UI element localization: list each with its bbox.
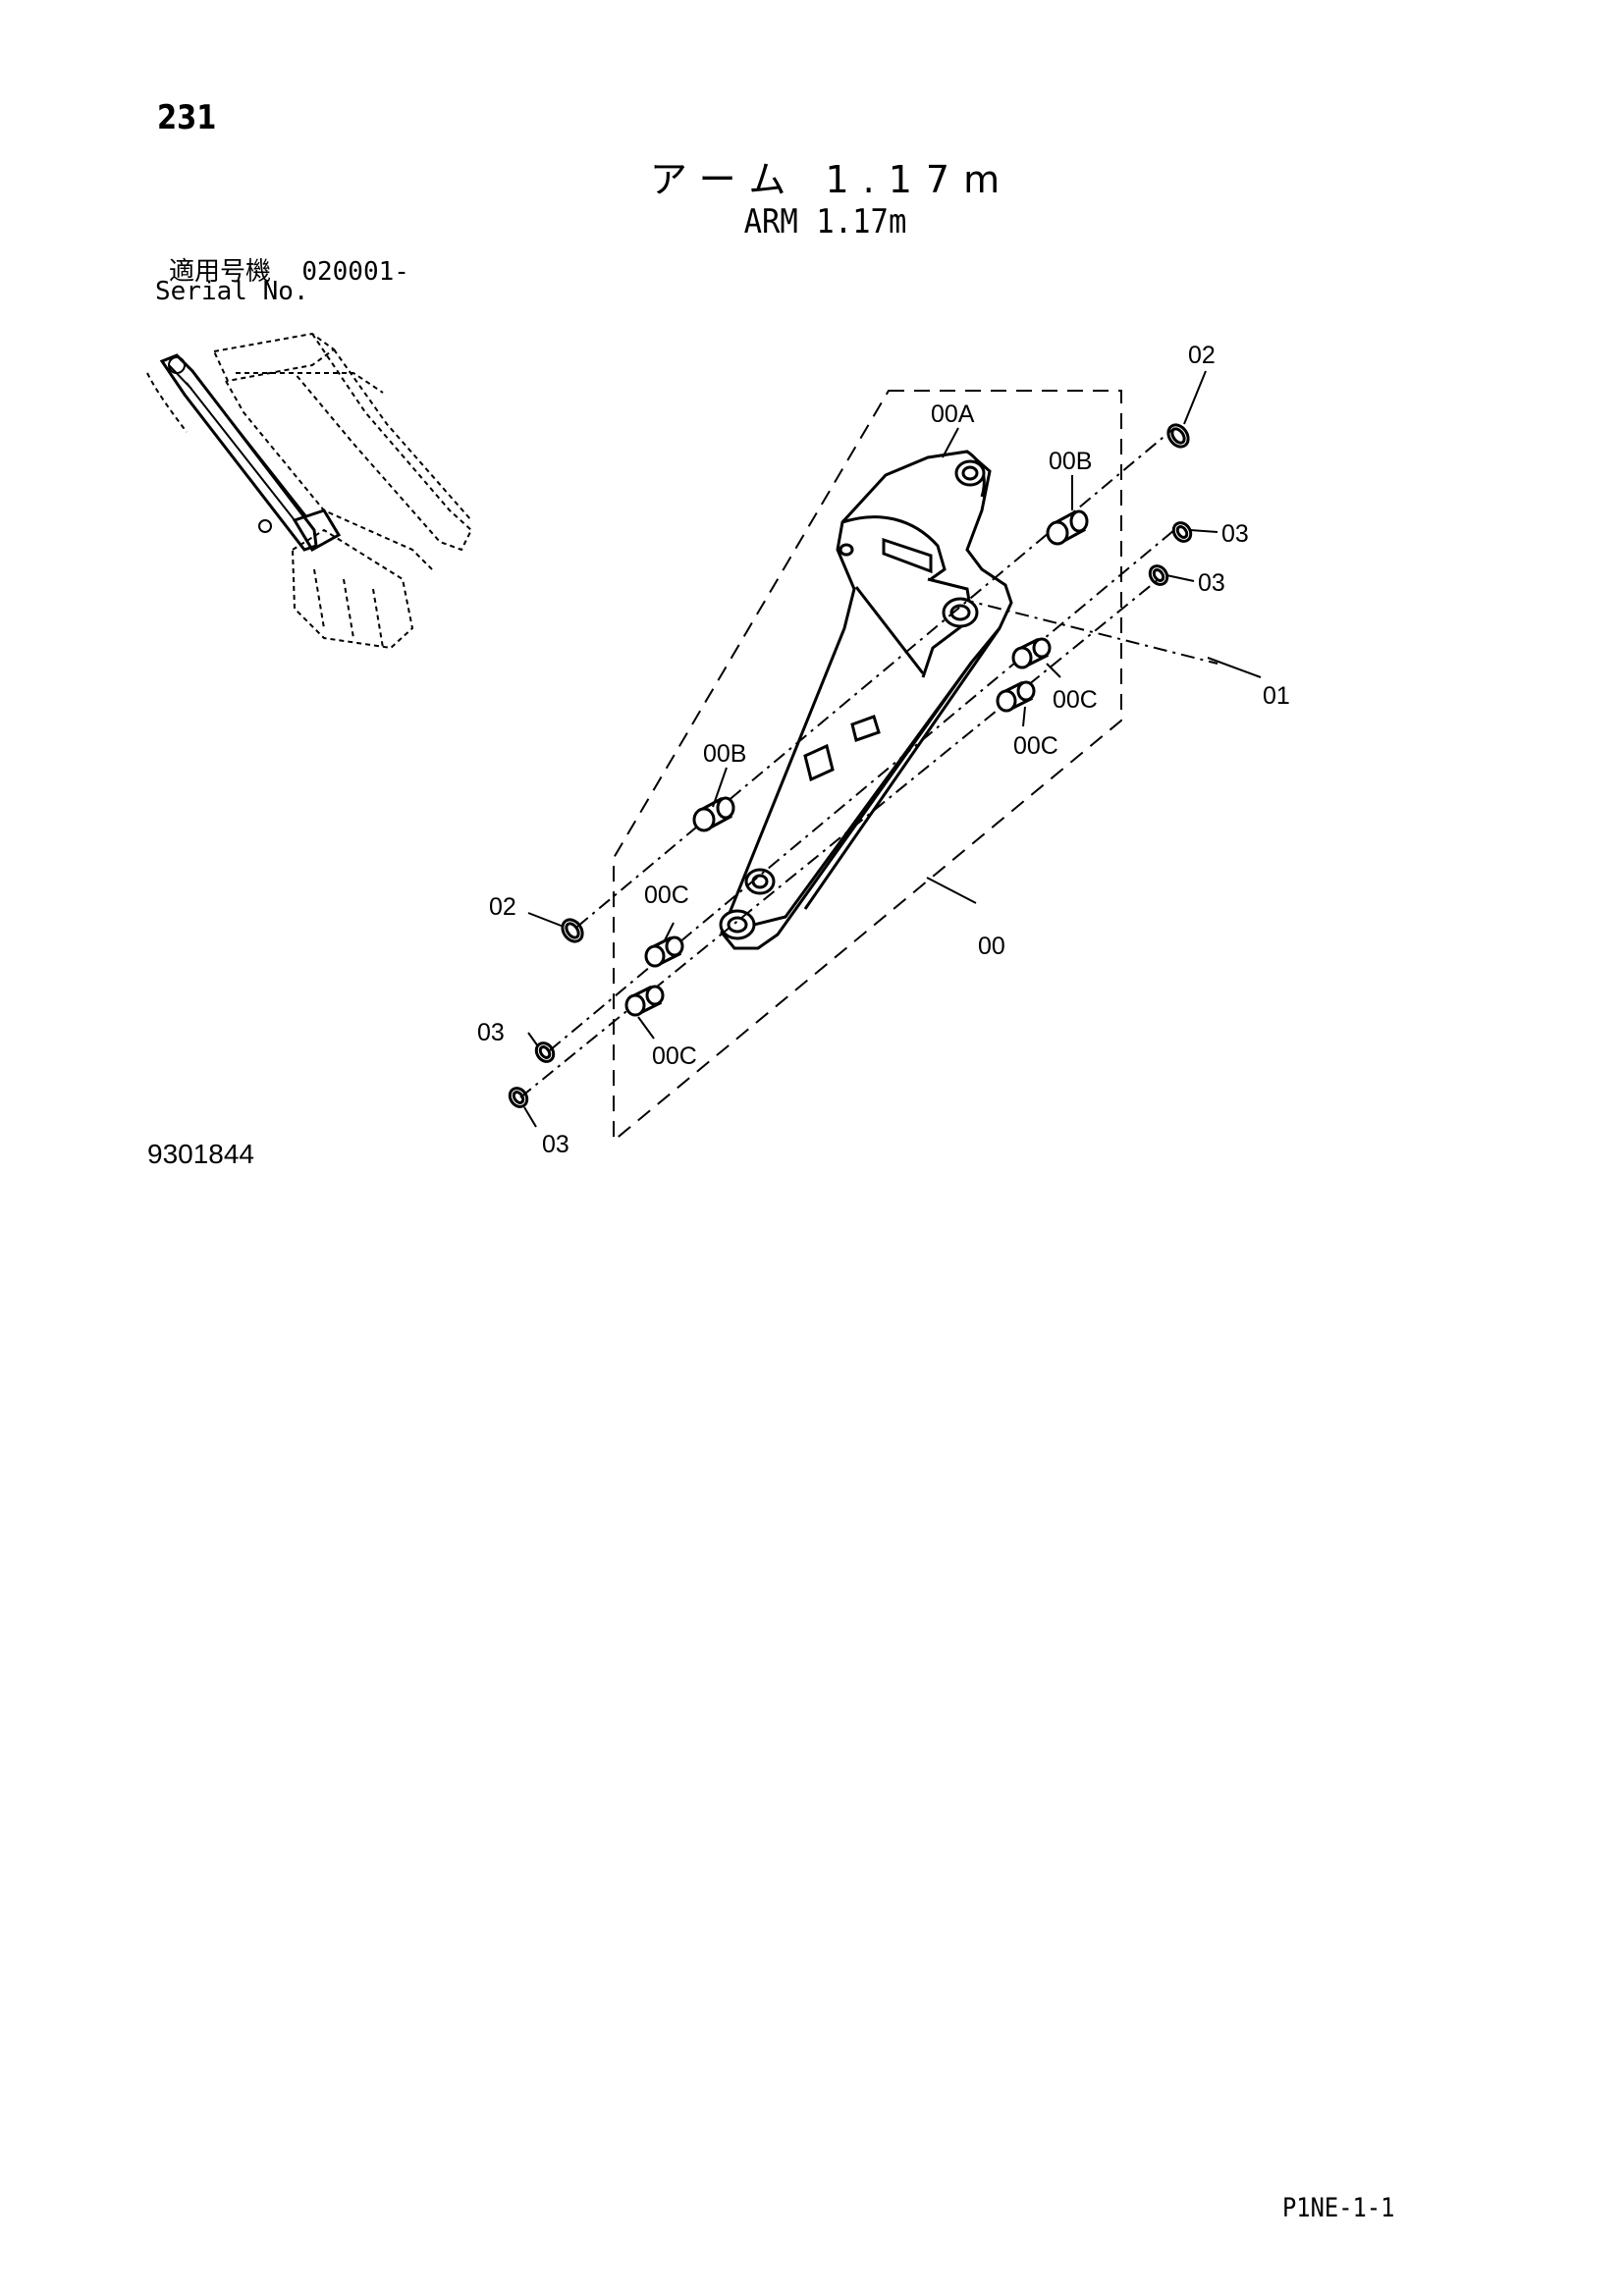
pin-01 xyxy=(959,598,1262,678)
callout-00a: 00A xyxy=(931,400,975,428)
callout-00: 00 xyxy=(978,933,1005,960)
arm-body xyxy=(720,450,1013,950)
title-japanese: アーム 1.17m xyxy=(649,158,1014,201)
callout-00c-bottom2: 00C xyxy=(652,1042,697,1070)
arm-holes xyxy=(719,459,986,940)
callout-00c-top2: 00C xyxy=(1013,732,1058,760)
serial-label-jp: 適用号機 020001- xyxy=(169,251,409,288)
callout-00b-top: 00B xyxy=(1049,448,1092,475)
serial-jp-text: 適用号機 xyxy=(169,257,272,287)
serial-label-en: Serial No. xyxy=(155,277,309,306)
bushings-00b xyxy=(692,509,1089,832)
serial-value: 020001- xyxy=(301,257,409,287)
callout-02-top: 02 xyxy=(1188,342,1216,369)
page-code: P1NE-1-1 xyxy=(1282,2193,1395,2223)
title-english: ARM 1.17m xyxy=(743,202,907,241)
figure-code: 9301844 xyxy=(147,1139,255,1169)
rings xyxy=(508,423,1193,1108)
callout-02-bottom: 02 xyxy=(489,893,516,921)
callout-00c-bottom1: 00C xyxy=(644,881,689,909)
callout-00b-bottom: 00B xyxy=(703,740,746,768)
bushings-00c xyxy=(624,637,1052,1017)
assembly-boundary xyxy=(613,390,1122,1144)
page-number: 231 xyxy=(157,98,217,137)
leader-lines xyxy=(523,370,1218,1128)
callout-03-bottom1: 03 xyxy=(477,1019,505,1046)
callout-00c-top1: 00C xyxy=(1053,686,1098,714)
callout-03-bottom2: 03 xyxy=(542,1131,569,1158)
machine-thumbnail xyxy=(146,332,473,650)
callout-01: 01 xyxy=(1263,682,1290,710)
callout-03-top: 03 xyxy=(1221,520,1249,548)
callout-labels: 02 00A 00B 03 03 01 00C 00C 00B 02 00C 0… xyxy=(477,342,1290,1158)
callout-03-mid: 03 xyxy=(1198,569,1225,597)
